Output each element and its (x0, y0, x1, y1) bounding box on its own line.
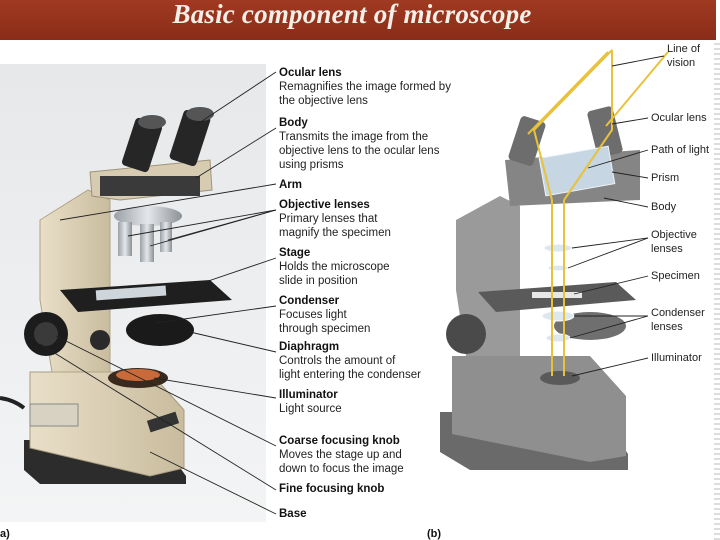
desc-coarse-knob-1: Moves the stage up and (279, 449, 402, 461)
desc-condenser-1: Focuses light (279, 309, 348, 321)
label-b-prism: Prism (651, 172, 679, 184)
label-b-ocular-lens: Ocular lens (651, 112, 707, 124)
label-b-specimen: Specimen (651, 270, 700, 282)
label-b-path-of-light: Path of light (651, 144, 709, 156)
desc-diaphragm-1: Controls the amount of (279, 355, 396, 367)
label-body: Body (279, 117, 308, 129)
label-b-illuminator: Illuminator (651, 352, 702, 364)
desc-objective-lenses-1: Primary lenses that (279, 213, 378, 225)
label-coarse-focusing-knob: Coarse focusing knob (279, 435, 400, 447)
microscope-diagram-b (440, 49, 669, 470)
leader-lines-a (39, 71, 277, 515)
page-title: Basic component of microscope (172, 0, 532, 29)
desc-ocular-lens-2: the objective lens (279, 95, 368, 107)
label-b-line-of-vision-1: Line of (667, 43, 701, 55)
label-b-objective-lenses-1: Objective (651, 229, 697, 241)
desc-objective-lenses-2: magnify the specimen (279, 227, 391, 239)
panel-a-tag: a) (0, 528, 10, 540)
label-objective-lenses: Objective lenses (279, 199, 370, 211)
desc-stage-1: Holds the microscope (279, 261, 390, 273)
desc-illuminator-1: Light source (279, 403, 342, 415)
label-diaphragm: Diaphragm (279, 341, 339, 353)
label-b-condenser-lenses-1: Condenser (651, 307, 705, 319)
title-bar (0, 0, 716, 40)
labels-a: Ocular lens Remagnifies the image formed… (0, 67, 451, 540)
desc-ocular-lens-1: Remagnifies the image formed by (279, 81, 451, 93)
label-stage: Stage (279, 247, 310, 259)
label-fine-focusing-knob: Fine focusing knob (279, 483, 384, 495)
desc-body-1: Transmits the image from the (279, 131, 428, 143)
label-condenser: Condenser (279, 295, 340, 307)
label-base: Base (279, 508, 307, 520)
label-b-line-of-vision-2: vision (667, 57, 695, 69)
label-arm: Arm (279, 179, 302, 191)
labels-b: Line of vision Ocular lens Path of light… (427, 43, 709, 540)
desc-body-2: objective lens to the ocular lens (279, 145, 440, 157)
slide-edge (714, 40, 720, 540)
panel-b-tag: (b) (427, 528, 441, 540)
label-b-objective-lenses-2: lenses (651, 243, 683, 255)
desc-diaphragm-2: light entering the condenser (279, 369, 421, 381)
label-illuminator: Illuminator (279, 389, 338, 401)
desc-condenser-2: through specimen (279, 323, 370, 335)
desc-stage-2: slide in position (279, 275, 358, 287)
leader-lines-b (567, 55, 665, 377)
desc-body-3: using prisms (279, 159, 344, 171)
desc-coarse-knob-2: down to focus the image (279, 463, 404, 475)
label-b-condenser-lenses-2: lenses (651, 321, 683, 333)
microscope-photo (0, 64, 266, 522)
label-ocular-lens: Ocular lens (279, 67, 342, 79)
label-b-body: Body (651, 201, 677, 213)
